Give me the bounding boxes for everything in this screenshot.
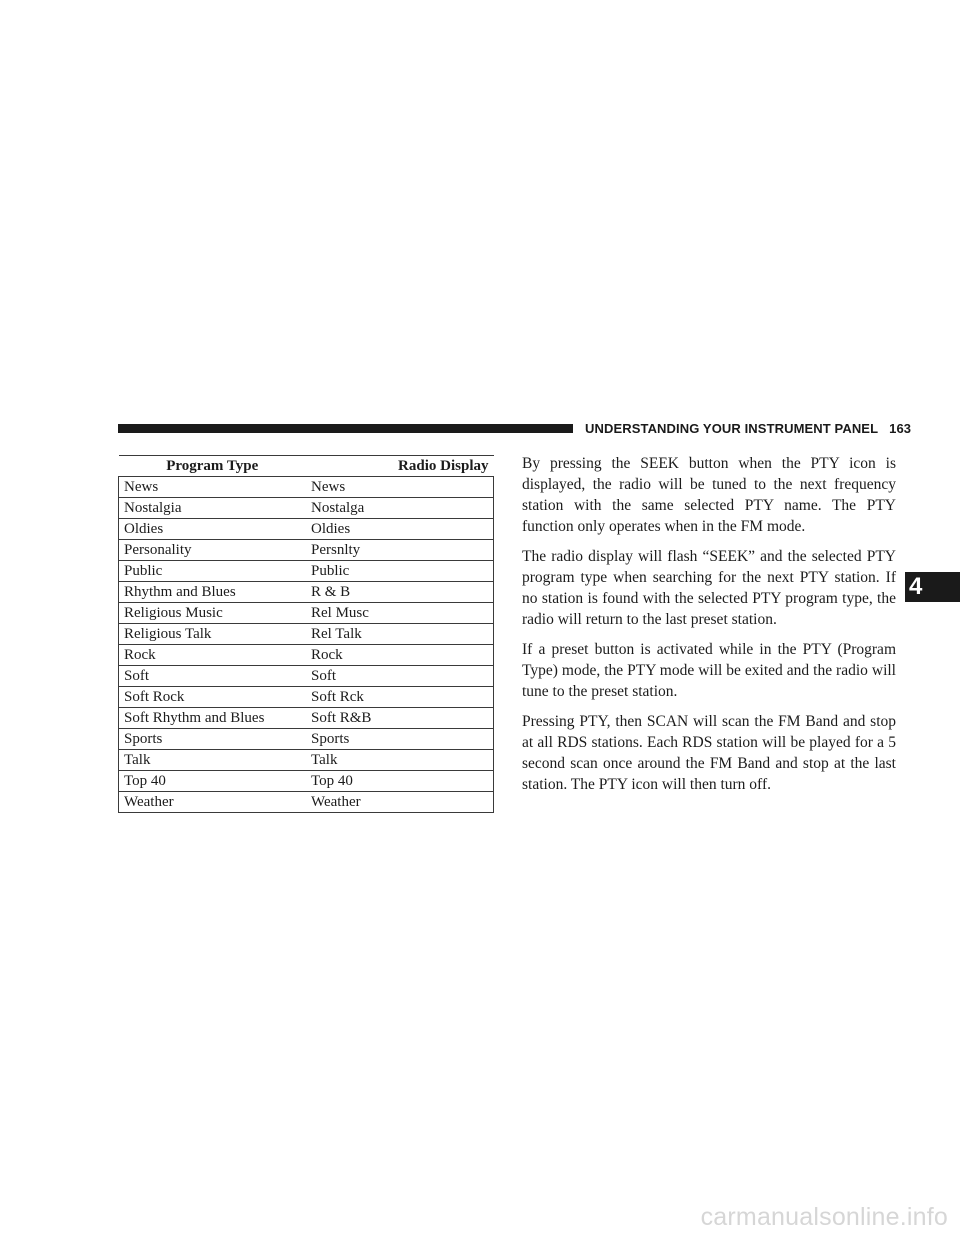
program-type-cell: Talk	[118, 749, 306, 771]
body-text: By pressing the SEEK button when the PTY…	[522, 453, 896, 804]
running-header: UNDERSTANDING YOUR INSTRUMENT PANEL 163	[585, 421, 911, 436]
section-title: UNDERSTANDING YOUR INSTRUMENT PANEL	[585, 421, 879, 436]
page-number: 163	[889, 421, 912, 436]
radio-display-cell: Rel Musc	[306, 602, 494, 624]
program-type-cell: News	[118, 476, 306, 498]
radio-display-cell: Rock	[306, 644, 494, 666]
radio-display-cell: Soft R&B	[306, 707, 494, 729]
radio-display-cell: Weather	[306, 791, 494, 813]
program-type-cell: Soft Rhythm and Blues	[118, 707, 306, 729]
radio-display-cell: Soft Rck	[306, 686, 494, 708]
radio-display-cell: Persnlty	[306, 539, 494, 561]
radio-display-cell: Rel Talk	[306, 623, 494, 645]
program-type-cell: Religious Talk	[118, 623, 306, 645]
program-type-cell: Rock	[118, 644, 306, 666]
radio-display-cell: News	[306, 476, 494, 498]
chapter-number: 4	[909, 573, 923, 600]
column-header-radio-display: Radio Display	[306, 455, 494, 477]
radio-display-cell: Talk	[306, 749, 494, 771]
paragraph-scan: Pressing PTY, then SCAN will scan the FM…	[522, 713, 896, 793]
radio-display-cell: Nostalga	[306, 497, 494, 519]
program-type-cell: Soft	[118, 665, 306, 687]
program-type-cell: Public	[118, 560, 306, 582]
table-header-row: Program Type Radio Display	[118, 455, 494, 477]
program-type-cell: Oldies	[118, 518, 306, 540]
paragraph-seek: By pressing the SEEK button when the PTY…	[522, 455, 896, 535]
program-type-cell: Weather	[118, 791, 306, 813]
program-type-cell: Nostalgia	[118, 497, 306, 519]
program-type-cell: Soft Rock	[118, 686, 306, 708]
watermark: carmanualsonline.info	[700, 1203, 948, 1231]
program-type-cell: Top 40	[118, 770, 306, 792]
program-type-cell: Personality	[118, 539, 306, 561]
radio-display-cell: Oldies	[306, 518, 494, 540]
column-header-program-type: Program Type	[118, 455, 306, 477]
program-type-cell: Sports	[118, 728, 306, 750]
program-type-cell: Religious Music	[118, 602, 306, 624]
paragraph-preset: If a preset button is activated while in…	[522, 641, 896, 700]
program-type-cell: Rhythm and Blues	[118, 581, 306, 603]
radio-display-cell: Top 40	[306, 770, 494, 792]
radio-display-cell: Public	[306, 560, 494, 582]
paragraph-flash: The radio display will flash “SEEK” and …	[522, 548, 896, 628]
header-rule	[118, 424, 573, 433]
radio-display-cell: Sports	[306, 728, 494, 750]
radio-display-cell: R & B	[306, 581, 494, 603]
chapter-tab: 4	[905, 572, 960, 602]
radio-display-cell: Soft	[306, 665, 494, 687]
